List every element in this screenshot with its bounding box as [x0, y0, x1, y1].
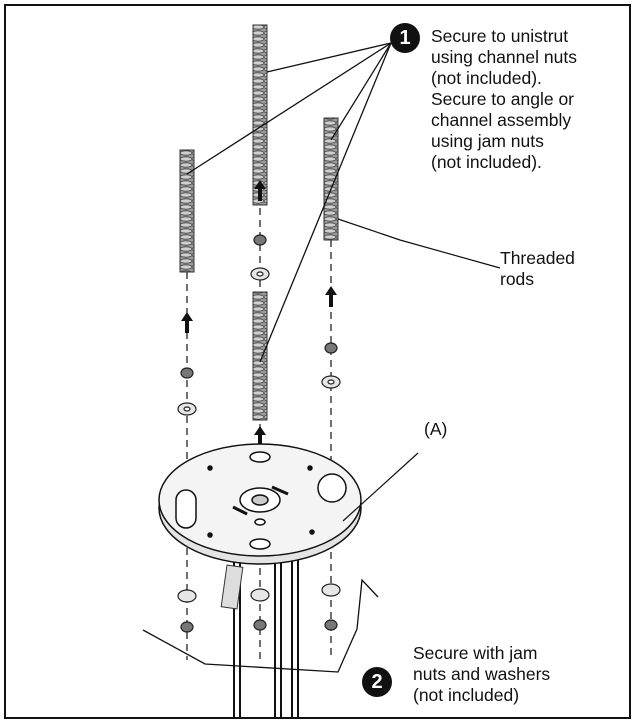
plate-label: (A) [424, 419, 448, 439]
up-arrow-icon [325, 286, 337, 307]
conduit-pipes [233, 545, 299, 719]
up-arrows [181, 180, 337, 447]
product-label [220, 564, 244, 610]
up-arrow-icon [254, 426, 266, 447]
threaded-rods-label: Threaded rods [500, 248, 575, 289]
threaded-rod [252, 291, 268, 421]
threaded-rod [252, 24, 268, 206]
base-outline [142, 578, 379, 673]
hardware [177, 234, 341, 633]
up-arrow-icon [254, 180, 266, 201]
threaded-rod [179, 149, 195, 273]
mounting-plate [158, 443, 362, 565]
threaded-rods [179, 24, 339, 421]
callout-one-leaders [186, 42, 392, 363]
threaded-rod [323, 117, 339, 241]
callout-two-badge: 2 [362, 667, 392, 697]
up-arrow-icon [181, 312, 193, 333]
callout-one-badge: 1 [390, 23, 420, 53]
rods-leader [337, 218, 501, 269]
callout-two-text: Secure with jam nuts and washers (not in… [413, 643, 551, 705]
plate-leader [342, 452, 419, 522]
callout-one-text: Secure to unistrut using channel nuts (n… [431, 26, 577, 172]
diagram-frame [4, 4, 631, 719]
